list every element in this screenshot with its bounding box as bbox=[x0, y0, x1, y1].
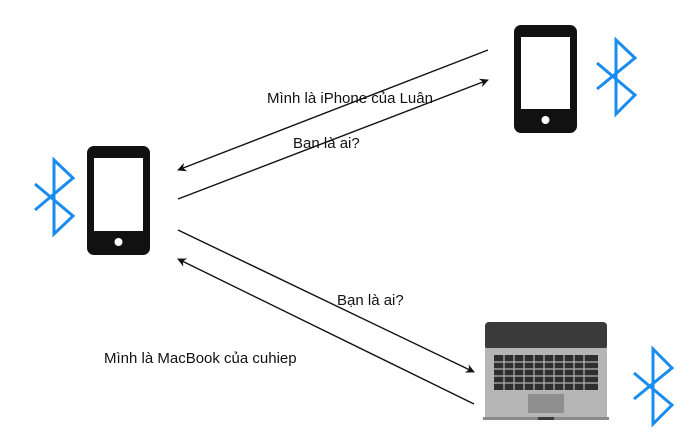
label-iphone-reply: Mình là iPhone của Luân bbox=[267, 90, 433, 107]
iphone-bluetooth-icon bbox=[596, 36, 638, 118]
macbook-bluetooth-icon bbox=[633, 345, 675, 428]
label-macbook-reply: Mình là MacBook của cuhiep bbox=[104, 350, 297, 367]
arrow-question-to-iphone bbox=[177, 78, 489, 200]
sender-phone-icon bbox=[87, 146, 150, 255]
arrow-question-to-macbook bbox=[177, 229, 475, 373]
arrow-iphone-reply bbox=[177, 49, 489, 172]
iphone-icon bbox=[514, 25, 577, 133]
sender-bluetooth-icon bbox=[34, 156, 76, 238]
label-question-to-macbook: Bạn là ai? bbox=[337, 292, 404, 309]
arrow-macbook-reply bbox=[177, 258, 475, 405]
label-question-to-iphone: Bạn là ai? bbox=[293, 135, 360, 152]
macbook-icon bbox=[483, 322, 609, 420]
